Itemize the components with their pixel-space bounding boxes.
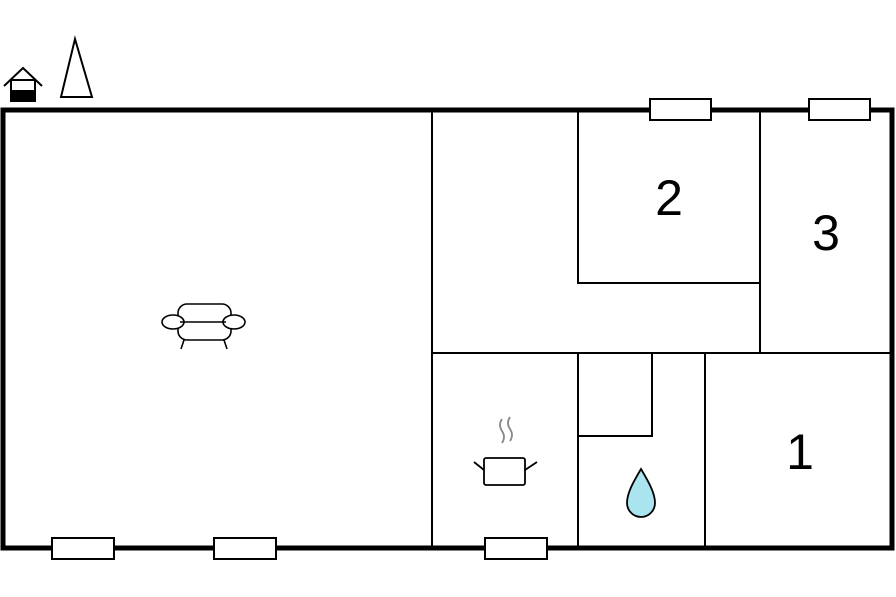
north-arrow-icon: [59, 35, 94, 98]
water-drop-icon: [626, 467, 656, 518]
cooking-pot-icon: [473, 416, 538, 486]
house-entrance-icon: [3, 66, 43, 102]
window-icon: [808, 98, 871, 121]
window-icon: [51, 537, 115, 560]
room-label-1: 1: [786, 424, 814, 480]
sofa-icon: [161, 303, 246, 350]
outer-wall: [0, 107, 895, 551]
window-icon: [484, 537, 548, 560]
room-label-3: 3: [812, 205, 840, 261]
interior-walls: [431, 110, 892, 548]
window-icon: [213, 537, 277, 560]
room-label-2: 2: [655, 170, 683, 226]
window-icon: [649, 98, 712, 121]
